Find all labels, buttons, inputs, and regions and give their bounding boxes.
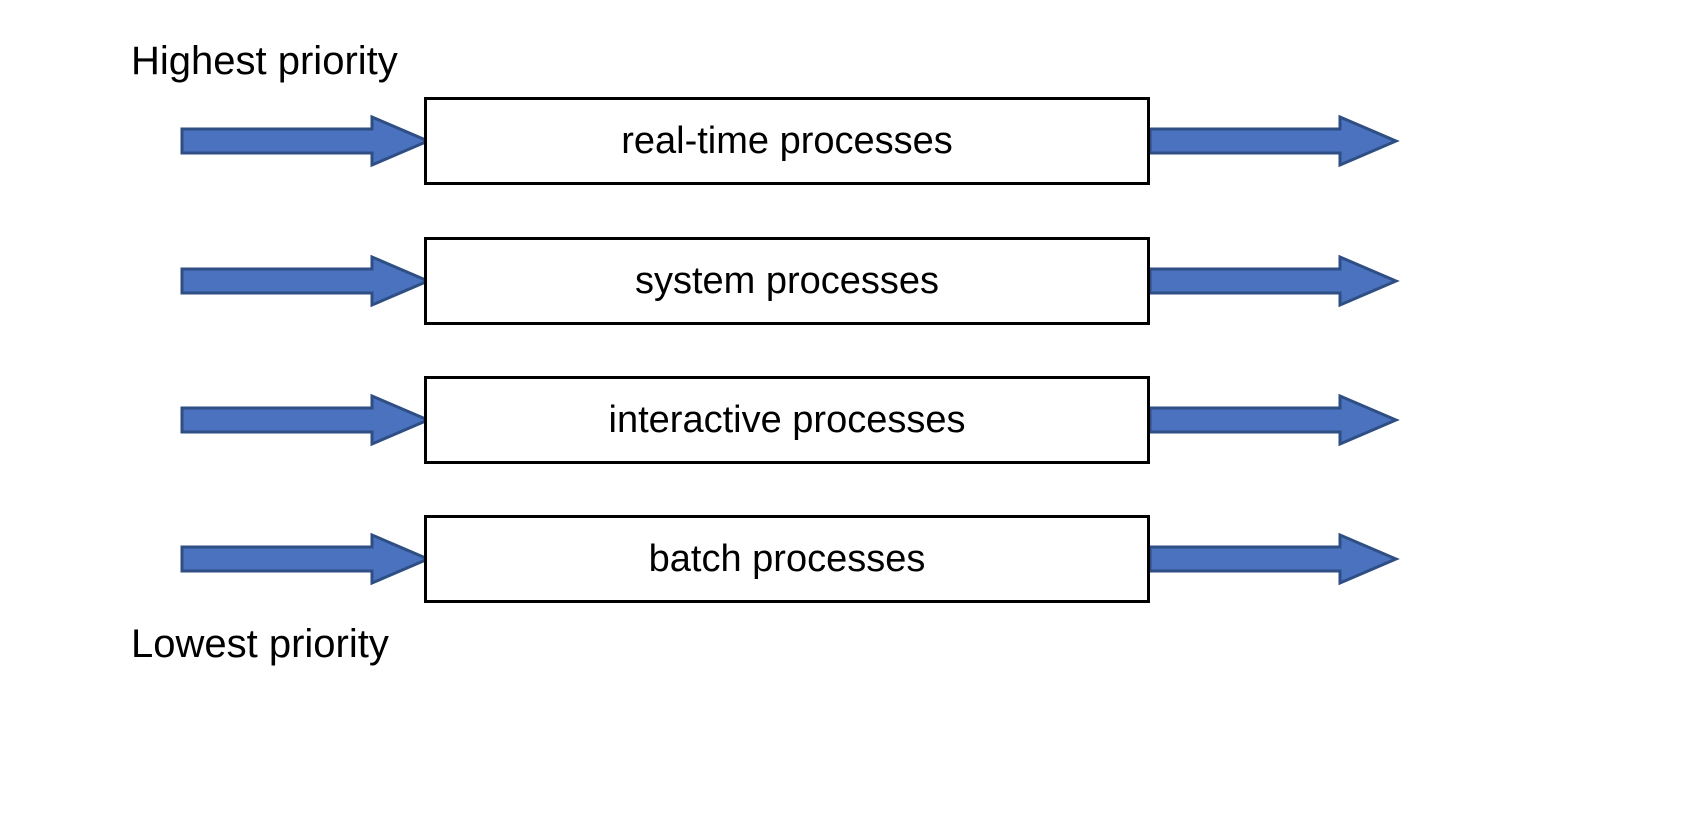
incoming-arrow-icon bbox=[180, 393, 432, 447]
process-box-interactive[interactable]: interactive processes bbox=[424, 376, 1150, 464]
outgoing-arrow-icon bbox=[1148, 114, 1400, 168]
process-box-label: system processes bbox=[634, 260, 940, 302]
lowest-priority-label: Lowest priority bbox=[131, 622, 389, 666]
process-box-label: real-time processes bbox=[621, 120, 953, 162]
outgoing-arrow-icon bbox=[1148, 532, 1400, 586]
priority-row-interactive: interactive processes bbox=[0, 376, 1686, 468]
incoming-arrow-icon bbox=[180, 114, 432, 168]
process-box-label: batch processes bbox=[648, 538, 926, 580]
highest-priority-label: Highest priority bbox=[131, 39, 398, 83]
outgoing-arrow-icon bbox=[1148, 393, 1400, 447]
priority-row-batch: batch processes bbox=[0, 515, 1686, 607]
incoming-arrow-icon bbox=[180, 532, 432, 586]
process-box-system[interactable]: system processes bbox=[424, 237, 1150, 325]
process-box-batch[interactable]: batch processes bbox=[424, 515, 1150, 603]
incoming-arrow-icon bbox=[180, 254, 432, 308]
process-box-real-time[interactable]: real-time processes bbox=[424, 97, 1150, 185]
outgoing-arrow-icon bbox=[1148, 254, 1400, 308]
process-box-label: interactive processes bbox=[608, 399, 966, 441]
priority-row-real-time: real-time processes bbox=[0, 97, 1686, 189]
priority-row-system: system processes bbox=[0, 237, 1686, 329]
